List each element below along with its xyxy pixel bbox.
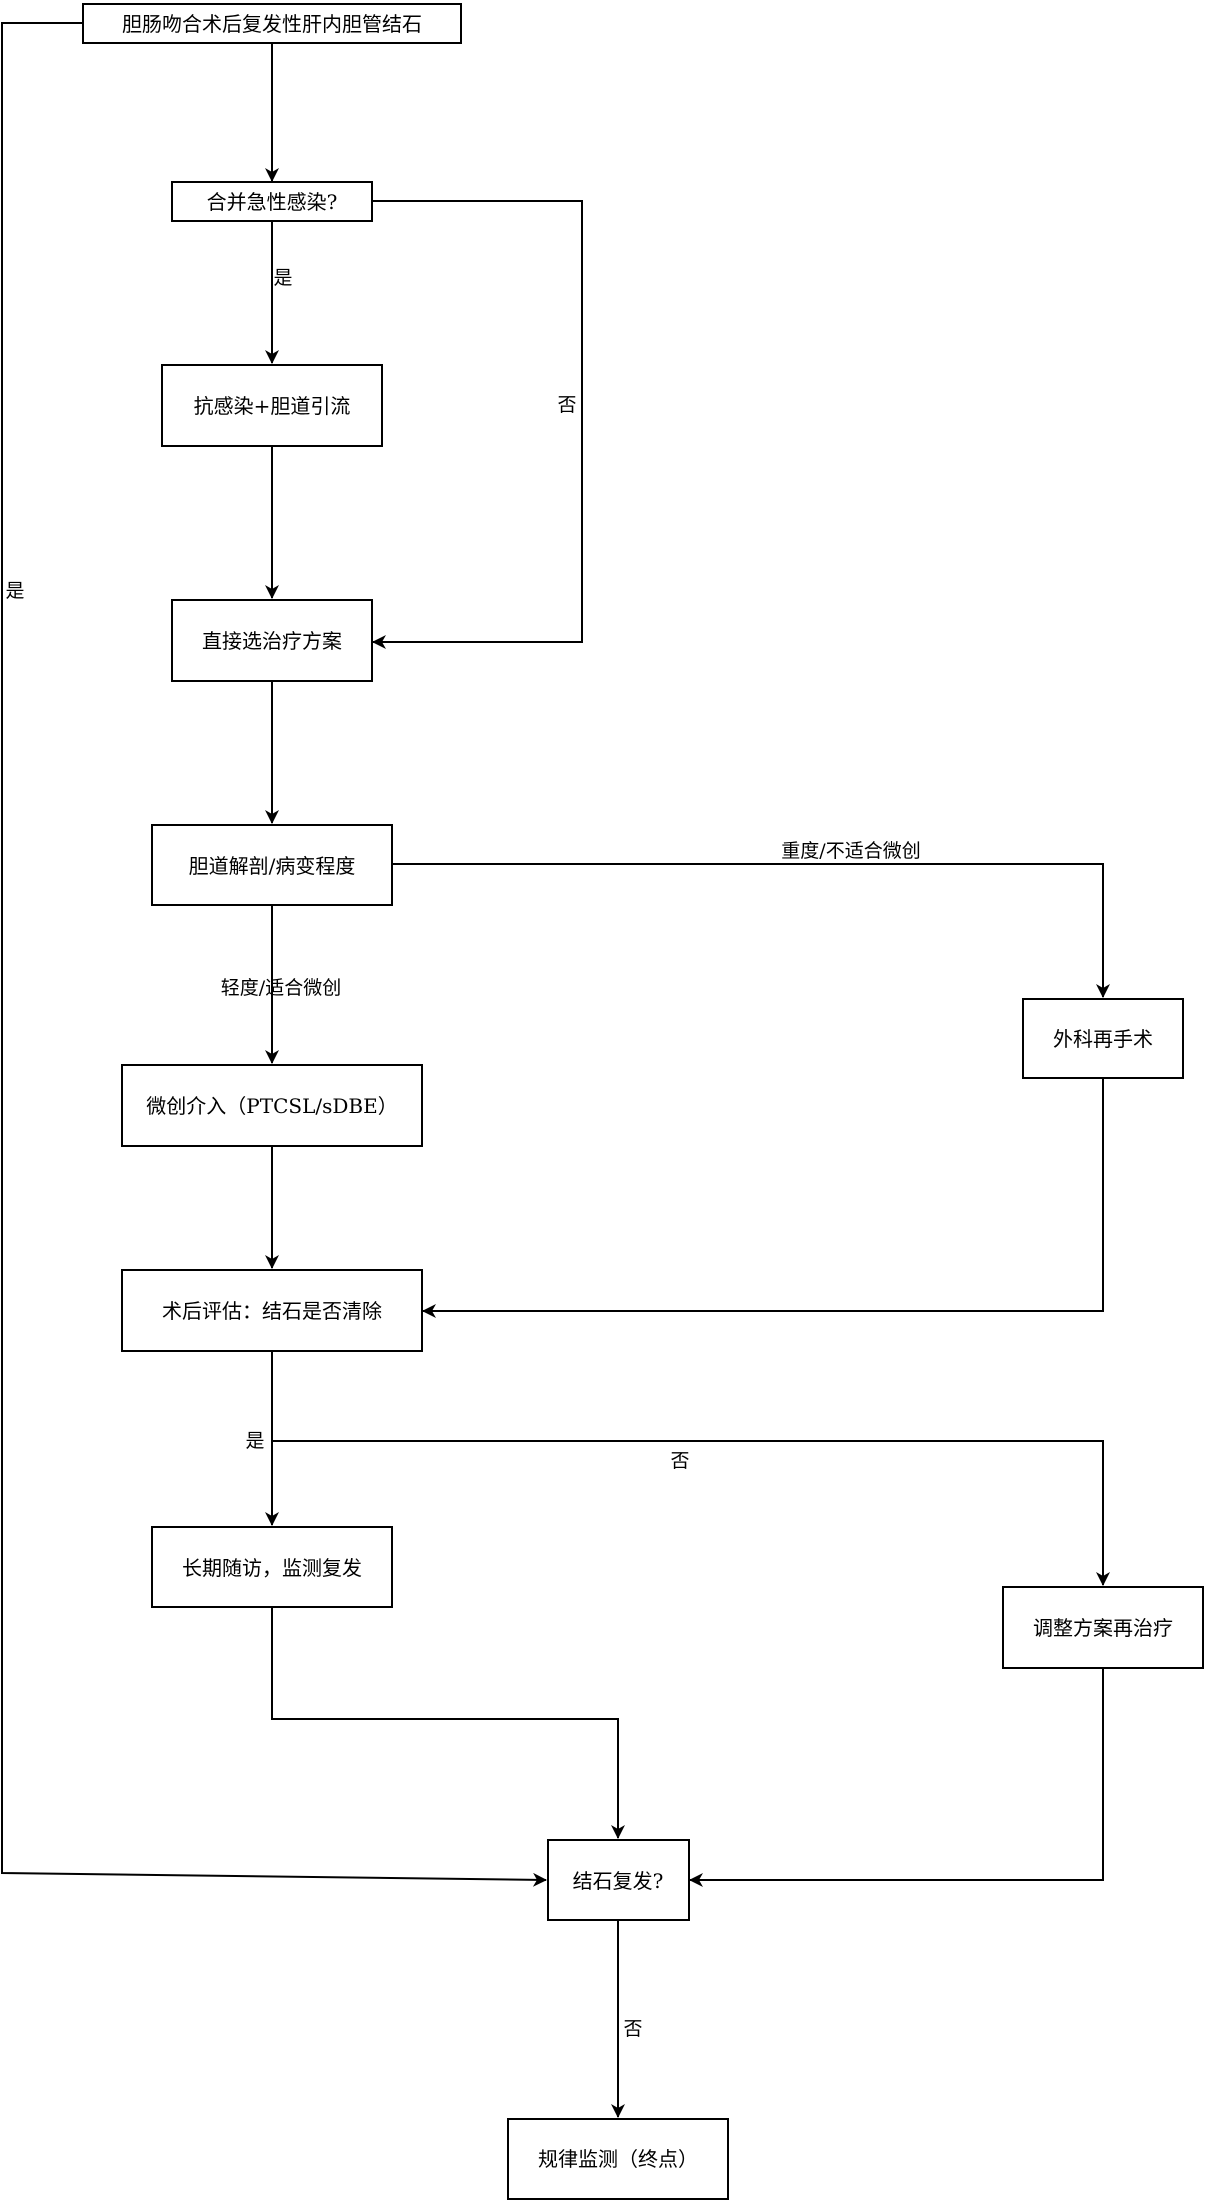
- label-cleared-yes: 是: [245, 1430, 264, 1452]
- node-direct-plan: 直接选治疗方案: [171, 599, 373, 682]
- edge-anatomy-severe: [392, 863, 1110, 998]
- label-severe: 重度/不适合微创: [781, 840, 920, 862]
- node-anti-infection: 抗感染+胆道引流: [161, 364, 383, 447]
- node-acute-infection: 合并急性感染?: [171, 181, 373, 222]
- node-recurrence-label: 结石复发?: [573, 1869, 664, 1893]
- node-reoperation: 外科再手术: [1022, 998, 1184, 1079]
- node-adjust: 调整方案再治疗: [1002, 1586, 1204, 1669]
- node-anatomy-label: 胆道解剖/病变程度: [189, 854, 356, 878]
- node-adjust-label: 调整方案再治疗: [1033, 1616, 1173, 1640]
- node-reoperation-label: 外科再手术: [1053, 1027, 1153, 1051]
- edge-eval-no: [272, 1440, 1110, 1586]
- edge-start-to-recurrence-yes: [1, 22, 547, 1887]
- node-anatomy: 胆道解剖/病变程度: [151, 824, 393, 906]
- edge-infection-no: [372, 200, 583, 649]
- edge-adjust-to-recurrence: [689, 1668, 1104, 1887]
- node-start-label: 胆肠吻合术后复发性肝内胆管结石: [122, 12, 422, 36]
- node-post-eval-label: 术后评估：结石是否清除: [162, 1299, 382, 1323]
- node-acute-infection-label: 合并急性感染?: [207, 190, 338, 214]
- node-start: 胆肠吻合术后复发性肝内胆管结石: [82, 3, 462, 44]
- edge-labels: 是 否 重度/不适合微创 轻度/适合微创 是 否 是 否: [5, 267, 920, 2040]
- node-post-eval: 术后评估：结石是否清除: [121, 1269, 423, 1352]
- node-follow-up-label: 长期随访，监测复发: [182, 1556, 362, 1580]
- node-anti-infection-label: 抗感染+胆道引流: [194, 394, 351, 418]
- label-mild: 轻度/适合微创: [221, 977, 341, 999]
- node-recurrence: 结石复发?: [547, 1839, 690, 1921]
- label-cleared-no: 否: [670, 1450, 689, 1472]
- node-minimally-invasive-label: 微创介入（PTCSL/sDBE）: [146, 1094, 397, 1118]
- node-monitor-label: 规律监测（终点）: [538, 2147, 698, 2171]
- edge-reop-to-eval: [422, 1078, 1104, 1318]
- label-start-recurrence-yes: 是: [5, 580, 24, 602]
- label-recurrence-no: 否: [623, 2018, 642, 2040]
- node-direct-plan-label: 直接选治疗方案: [202, 629, 342, 653]
- connectors: [1, 22, 1110, 2118]
- label-infection-no: 否: [557, 394, 576, 416]
- node-minimally-invasive: 微创介入（PTCSL/sDBE）: [121, 1064, 423, 1147]
- node-monitor: 规律监测（终点）: [507, 2118, 729, 2200]
- label-infection-yes: 是: [273, 267, 292, 289]
- node-follow-up: 长期随访，监测复发: [151, 1526, 393, 1608]
- edge-followup-to-recurrence: [271, 1607, 625, 1839]
